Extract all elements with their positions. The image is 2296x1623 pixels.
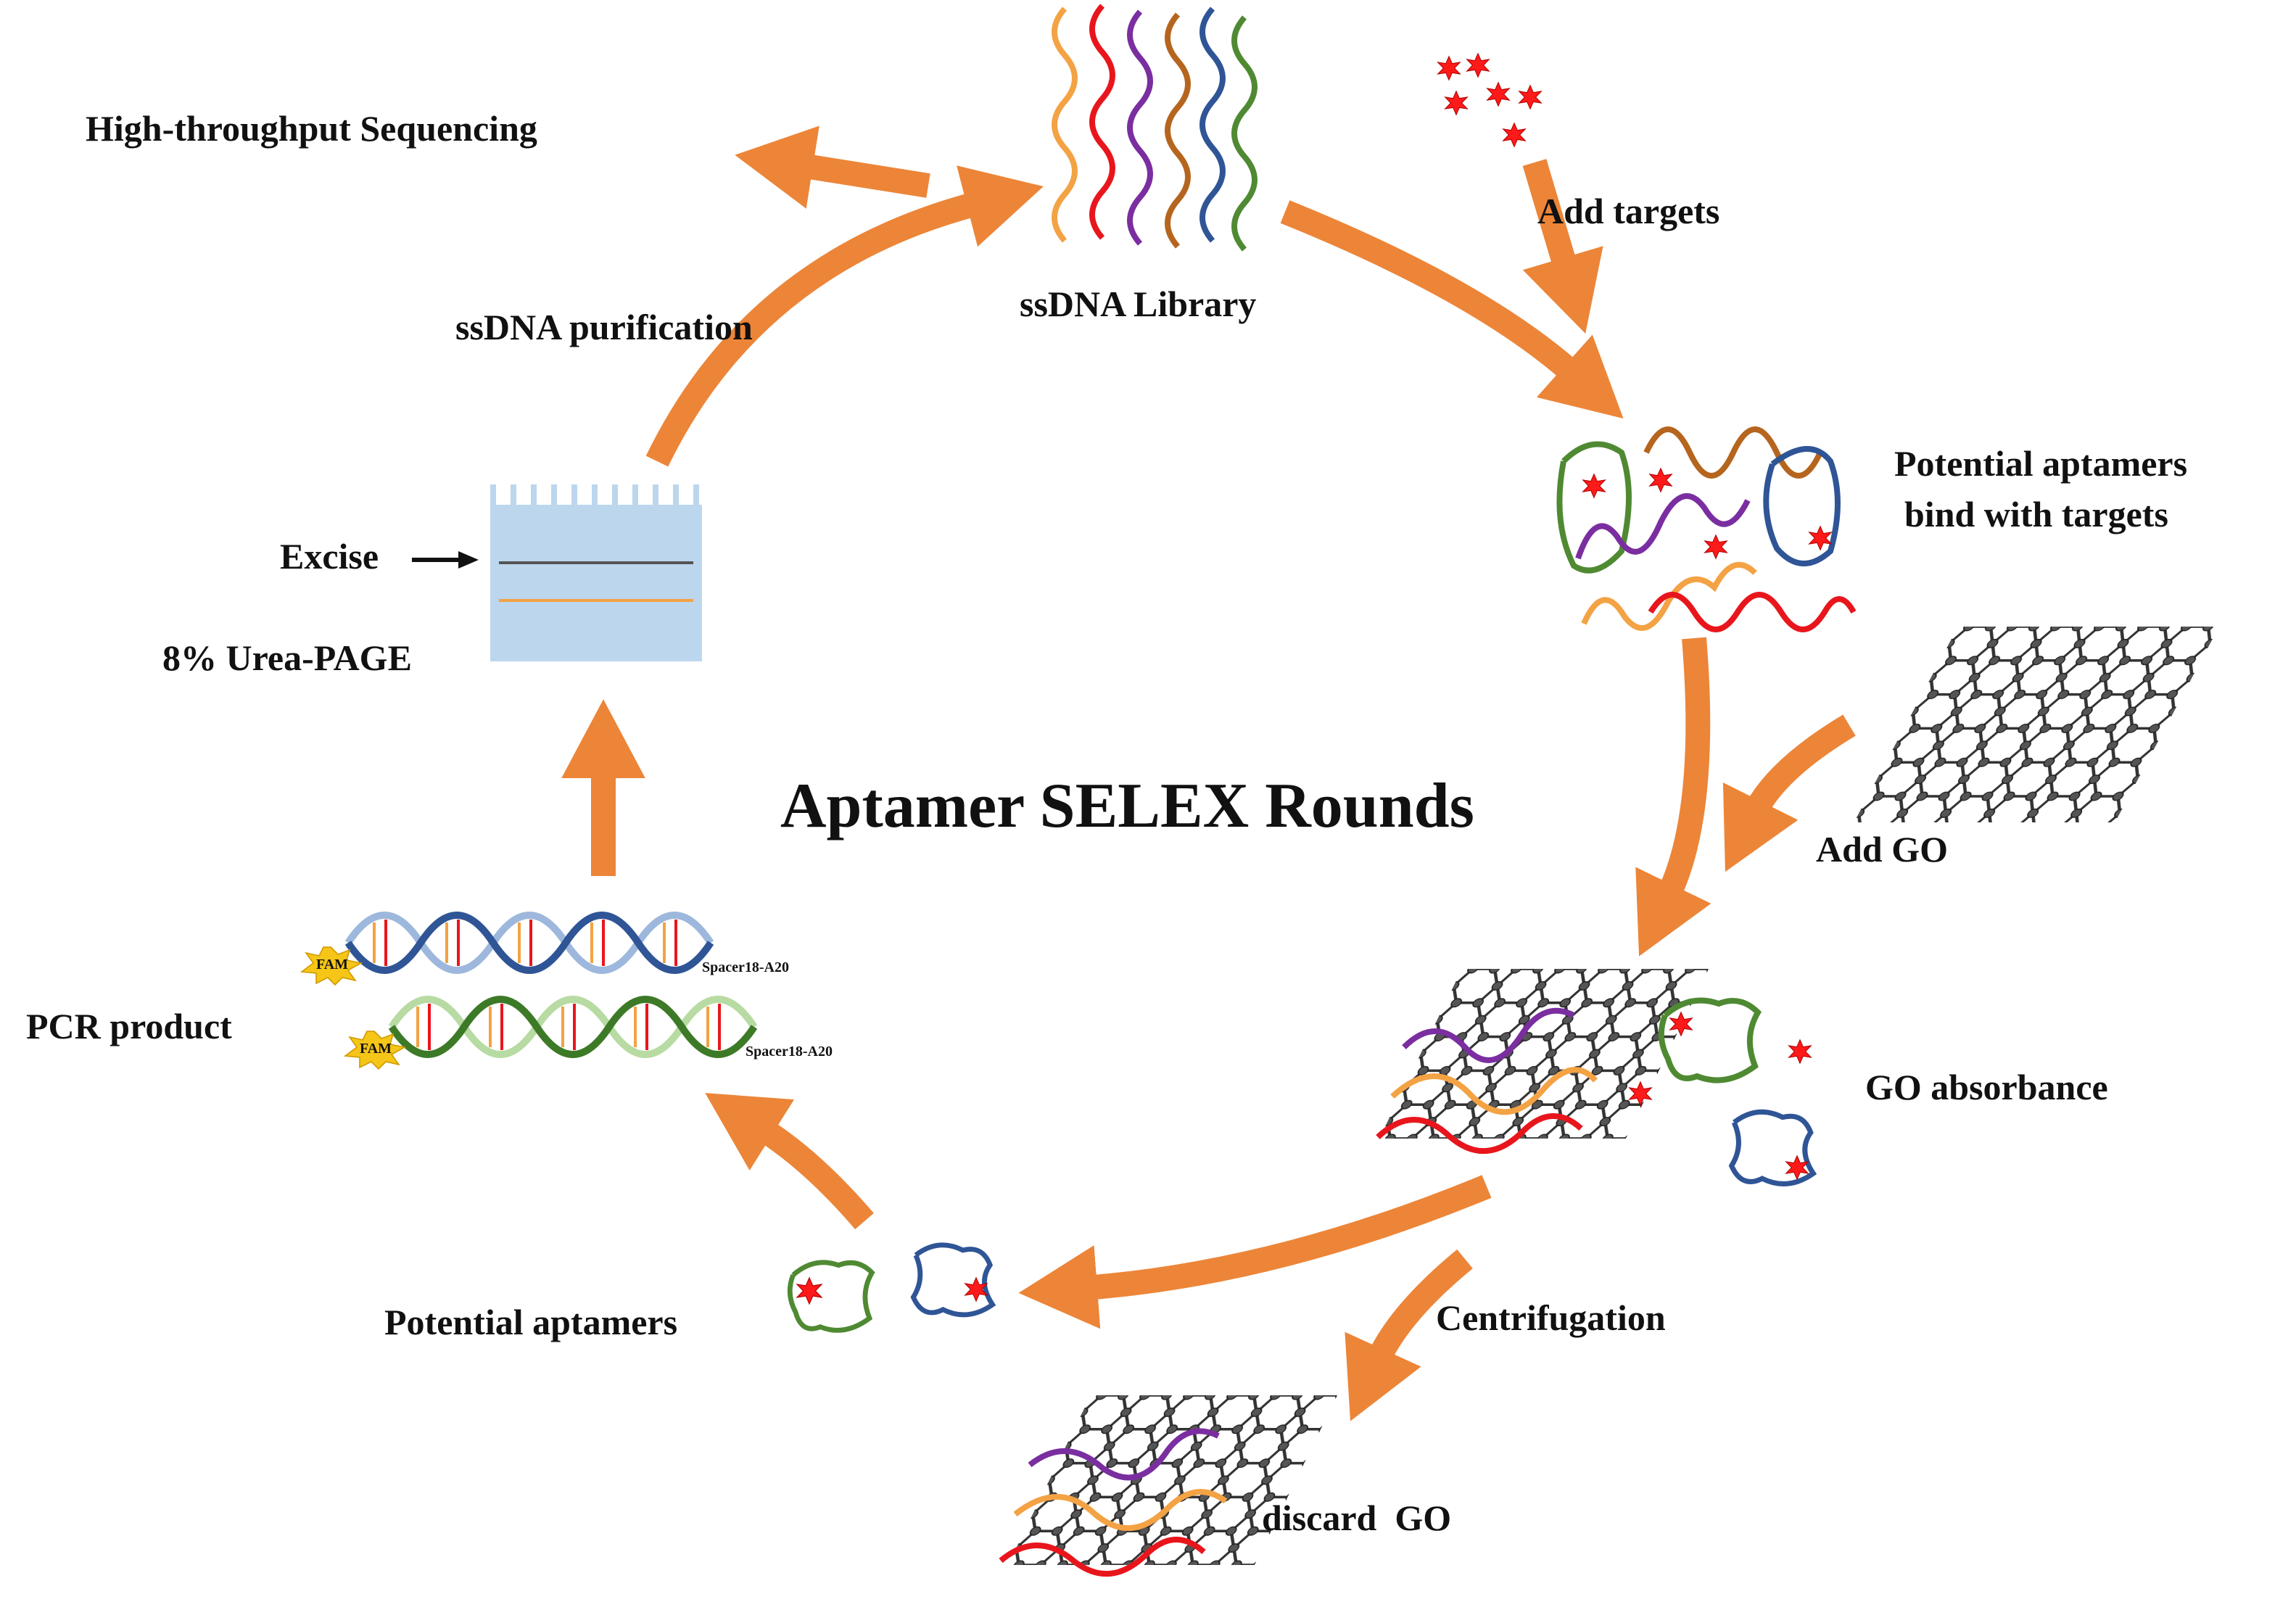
label-ssdna-purification: ssDNA purification: [455, 307, 753, 347]
graphene-oxide-icon: [1854, 627, 2219, 823]
label-fam-2: FAM: [360, 1041, 392, 1057]
gel-icon: [412, 484, 702, 661]
excise-arrow-icon: [458, 551, 479, 569]
go-with-bound-ssdna: [1376, 969, 1709, 1155]
target-star-icon: [1437, 56, 1461, 80]
label-discard-go: discard GO: [1262, 1498, 1451, 1538]
arrow-to-sequencing: [735, 125, 930, 209]
label-add-targets: Add targets: [1537, 191, 1719, 231]
arrow-add-targets: [1522, 159, 1603, 334]
label-high-throughput: High-throughput Sequencing: [86, 108, 537, 149]
label-potential-aptamers: Potential aptamers: [384, 1302, 677, 1342]
label-centrifugation: Centrifugation: [1436, 1297, 1666, 1338]
target-star-icon: [1445, 91, 1468, 115]
selected-aptamers: [790, 1245, 992, 1331]
label-urea-page: 8% Urea-PAGE: [162, 637, 412, 678]
arrow-binding-to-go: [1635, 637, 1711, 957]
label-spacer-1: Spacer18-A20: [702, 959, 789, 975]
arrow-library-to-binding: [1280, 200, 1624, 419]
target-star-icon: [1704, 534, 1727, 559]
target-star-icon: [1582, 474, 1606, 498]
target-star-icon: [1788, 1039, 1812, 1064]
target-star-icon: [796, 1277, 822, 1305]
discarded-go: [999, 1395, 1337, 1577]
target-star-icon: [1487, 82, 1510, 107]
targets-cluster: [1437, 53, 1542, 147]
arrow-add-go: [1722, 714, 1856, 872]
target-star-icon: [1503, 123, 1526, 147]
label-spacer-2: Spacer18-A20: [746, 1044, 833, 1060]
diagram-title: Aptamer SELEX Rounds: [780, 771, 1474, 841]
label-go-absorbance: GO absorbance: [1865, 1067, 2108, 1107]
target-star-icon: [1519, 85, 1542, 110]
dna-double-helix-icon: [301, 912, 758, 1070]
arrow-go-to-aptamers: [1018, 1175, 1492, 1329]
label-potential-bind-1: Potential aptamers: [1894, 443, 2187, 484]
label-fam-1: FAM: [316, 957, 348, 972]
cycle-arrows: [561, 125, 1856, 1421]
label-ssdna-library: ssDNA Library: [1020, 284, 1256, 324]
arrow-aptamers-to-pcr: [705, 1093, 874, 1230]
target-star-icon: [1466, 53, 1490, 78]
target-star-icon: [1649, 468, 1672, 492]
aptamers-binding-targets: [1556, 426, 1857, 632]
target-star-icon: [1809, 526, 1832, 550]
arrow-gel-to-library: [645, 165, 1044, 467]
label-potential-bind-2: bind with targets: [1904, 494, 2168, 534]
label-add-go: Add GO: [1816, 829, 1948, 870]
arrow-centrifugation: [1345, 1249, 1473, 1421]
loop-aptamer-blue: [913, 1245, 992, 1315]
loop-aptamer-blue: [1732, 1112, 1814, 1184]
label-pcr-product: PCR product: [26, 1006, 232, 1046]
label-excise: Excise: [280, 536, 379, 577]
ssdna-library-strands: [1052, 4, 1258, 252]
